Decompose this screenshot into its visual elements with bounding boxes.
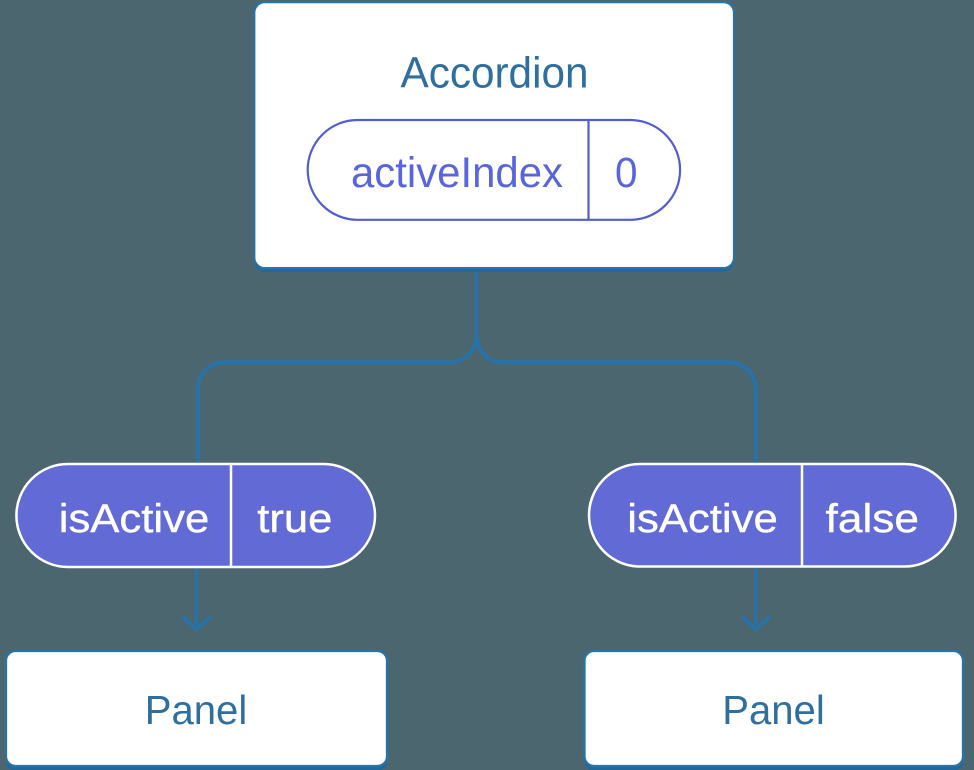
svg-text:0: 0 [615,149,638,197]
svg-text:Accordion: Accordion [401,49,589,98]
svg-text:false: false [826,497,920,541]
svg-text:true: true [257,497,332,541]
svg-text:isActive: isActive [627,497,778,541]
svg-text:Panel: Panel [145,687,248,733]
svg-text:isActive: isActive [59,497,210,541]
svg-text:activeIndex: activeIndex [351,149,563,197]
svg-text:Panel: Panel [722,687,825,733]
